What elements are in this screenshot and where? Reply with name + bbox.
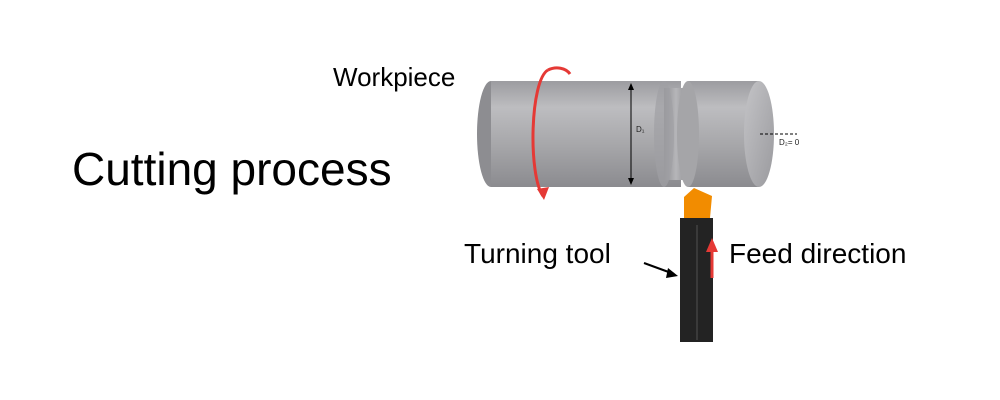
turning-tool-label: Turning tool — [464, 238, 611, 269]
d1-dimension: D₁ — [628, 83, 645, 185]
d2-marker: D₂= 0 — [760, 133, 800, 147]
workpiece-cylinder — [477, 81, 774, 187]
feed-arrow-icon — [706, 238, 718, 278]
rotation-arrow-icon — [531, 66, 572, 200]
workpiece-label: Workpiece — [333, 62, 456, 92]
d2-label: D₂= 0 — [779, 138, 800, 147]
pointer-arrow-icon — [643, 262, 678, 278]
diagram-title: Cutting process — [72, 143, 392, 195]
turning-tool — [680, 188, 713, 342]
feed-direction-label: Feed direction — [729, 238, 907, 269]
d1-label: D₁ — [636, 125, 645, 134]
tool-tip — [684, 188, 712, 218]
